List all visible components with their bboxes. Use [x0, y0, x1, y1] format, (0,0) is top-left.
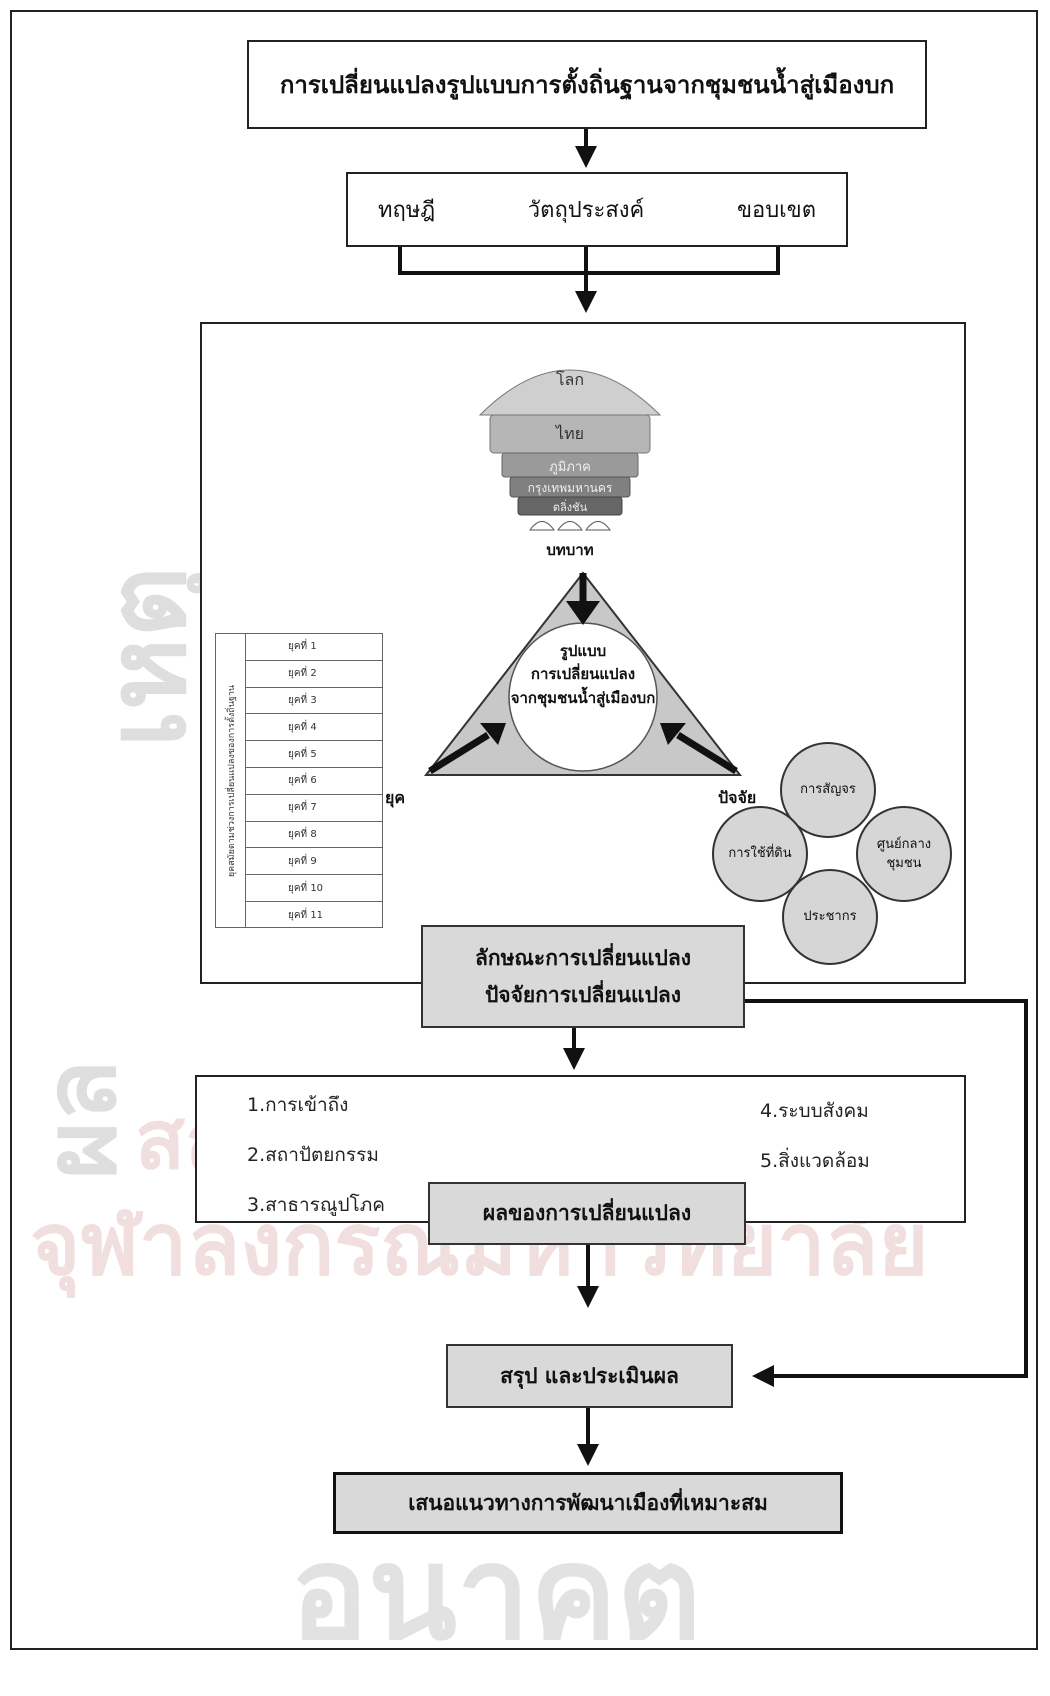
era-table-side: ยุคสมัยตามช่วงการเปลี่ยนแปลงของการตั้งถิ…	[216, 634, 246, 927]
effects-label-box: ผลของการเปลี่ยนแปลง	[428, 1182, 746, 1245]
era-row: ยุคที่ 11	[288, 909, 324, 921]
era-row: ยุคที่ 10	[246, 875, 382, 902]
effects-label: ผลของการเปลี่ยนแปลง	[482, 1201, 692, 1225]
bypass-line	[745, 999, 1028, 1387]
effect-item-social: 4.ระบบสังคม	[760, 1100, 869, 1122]
scope-label: ขอบเขต	[736, 198, 816, 223]
era-label: ยุค	[385, 788, 406, 807]
era-row: ยุคที่ 7	[246, 795, 382, 822]
title-box: การเปลี่ยนแปลงรูปแบบการตั้งถิ่นฐานจากชุม…	[247, 40, 927, 129]
center-line-1: รูปแบบ	[559, 642, 607, 660]
objective-label: วัตถุประสงค์	[527, 198, 645, 223]
era-row: ยุคที่ 5	[246, 741, 382, 768]
factor-population: ประชากร	[782, 869, 878, 965]
center-line-2: การเปลี่ยนแปลง	[530, 665, 636, 684]
era-row: ยุคที่ 6	[246, 768, 382, 795]
title-text: การเปลี่ยนแปลงรูปแบบการตั้งถิ่นฐานจากชุม…	[279, 71, 895, 99]
level-taling-chan: ตลิ่งชัน	[552, 501, 588, 514]
role-label: บทบาท	[546, 541, 594, 559]
role-arch-3	[585, 521, 611, 531]
change-line-2: ปัจจัยการเปลี่ยนแปลง	[484, 982, 682, 1007]
level-thailand: ไทย	[556, 424, 584, 443]
era-row: ยุคที่ 9	[246, 848, 382, 876]
level-world: โลก	[555, 370, 585, 389]
concept-triangle	[423, 571, 743, 776]
effect-item-access: 1.การเข้าถึง	[247, 1094, 349, 1116]
study-bracket	[398, 247, 780, 275]
level-dome	[478, 369, 662, 531]
era-table: ยุคสมัยตามช่วงการเปลี่ยนแปลงของการตั้งถิ…	[215, 633, 383, 928]
effect-item-utilities: 3.สาธารณูปโภค	[247, 1194, 385, 1216]
factor-label: ปัจจัย	[718, 788, 757, 807]
proposal-box: เสนอแนวทางการพัฒนาเมืองที่เหมาะสม	[333, 1472, 843, 1534]
proposal-text: เสนอแนวทางการพัฒนาเมืองที่เหมาะสม	[408, 1490, 768, 1515]
factor-traffic: การสัญจร	[780, 742, 876, 838]
era-row: ยุคที่ 3	[246, 688, 382, 715]
era-row: ยุคที่ 4	[246, 714, 382, 742]
level-bangkok: กรุงเทพมหานคร	[527, 481, 613, 495]
theory-label: ทฤษฎี	[378, 198, 436, 223]
study-box: ทฤษฎี วัตถุประสงค์ ขอบเขต	[346, 172, 848, 247]
era-table-side-label: ยุคสมัยตามช่วงการเปลี่ยนแปลงของการตั้งถิ…	[226, 684, 237, 877]
dome-level-5-shape	[517, 496, 623, 516]
conclusion-box: สรุป และประเมินผล	[446, 1344, 733, 1408]
center-text: รูปแบบ การเปลี่ยนแปลง จากชุมชนน้ำสู่เมือ…	[488, 640, 678, 710]
conclusion-text: สรุป และประเมินผล	[500, 1363, 679, 1388]
dome-level-1-shape	[478, 369, 662, 416]
change-box: ลักษณะการเปลี่ยนแปลง ปัจจัยการเปลี่ยนแปล…	[421, 925, 745, 1028]
era-row: ยุคที่ 2	[246, 661, 382, 688]
level-region: ภูมิภาค	[549, 460, 591, 475]
effect-item-environment: 5.สิ่งแวดล้อม	[760, 1150, 870, 1172]
role-arch-2	[557, 521, 583, 531]
effect-item-architecture: 2.สถาปัตยกรรม	[247, 1144, 379, 1166]
era-row: ยุคที่ 8	[246, 822, 382, 849]
role-arch-1	[529, 521, 555, 531]
era-row: ยุคที่ 1	[246, 634, 382, 661]
change-line-1: ลักษณะการเปลี่ยนแปลง	[475, 945, 691, 970]
factor-community-center: ศูนย์กลางชุมชน	[856, 806, 952, 902]
center-line-3: จากชุมชนน้ำสู่เมืองบก	[510, 688, 656, 707]
